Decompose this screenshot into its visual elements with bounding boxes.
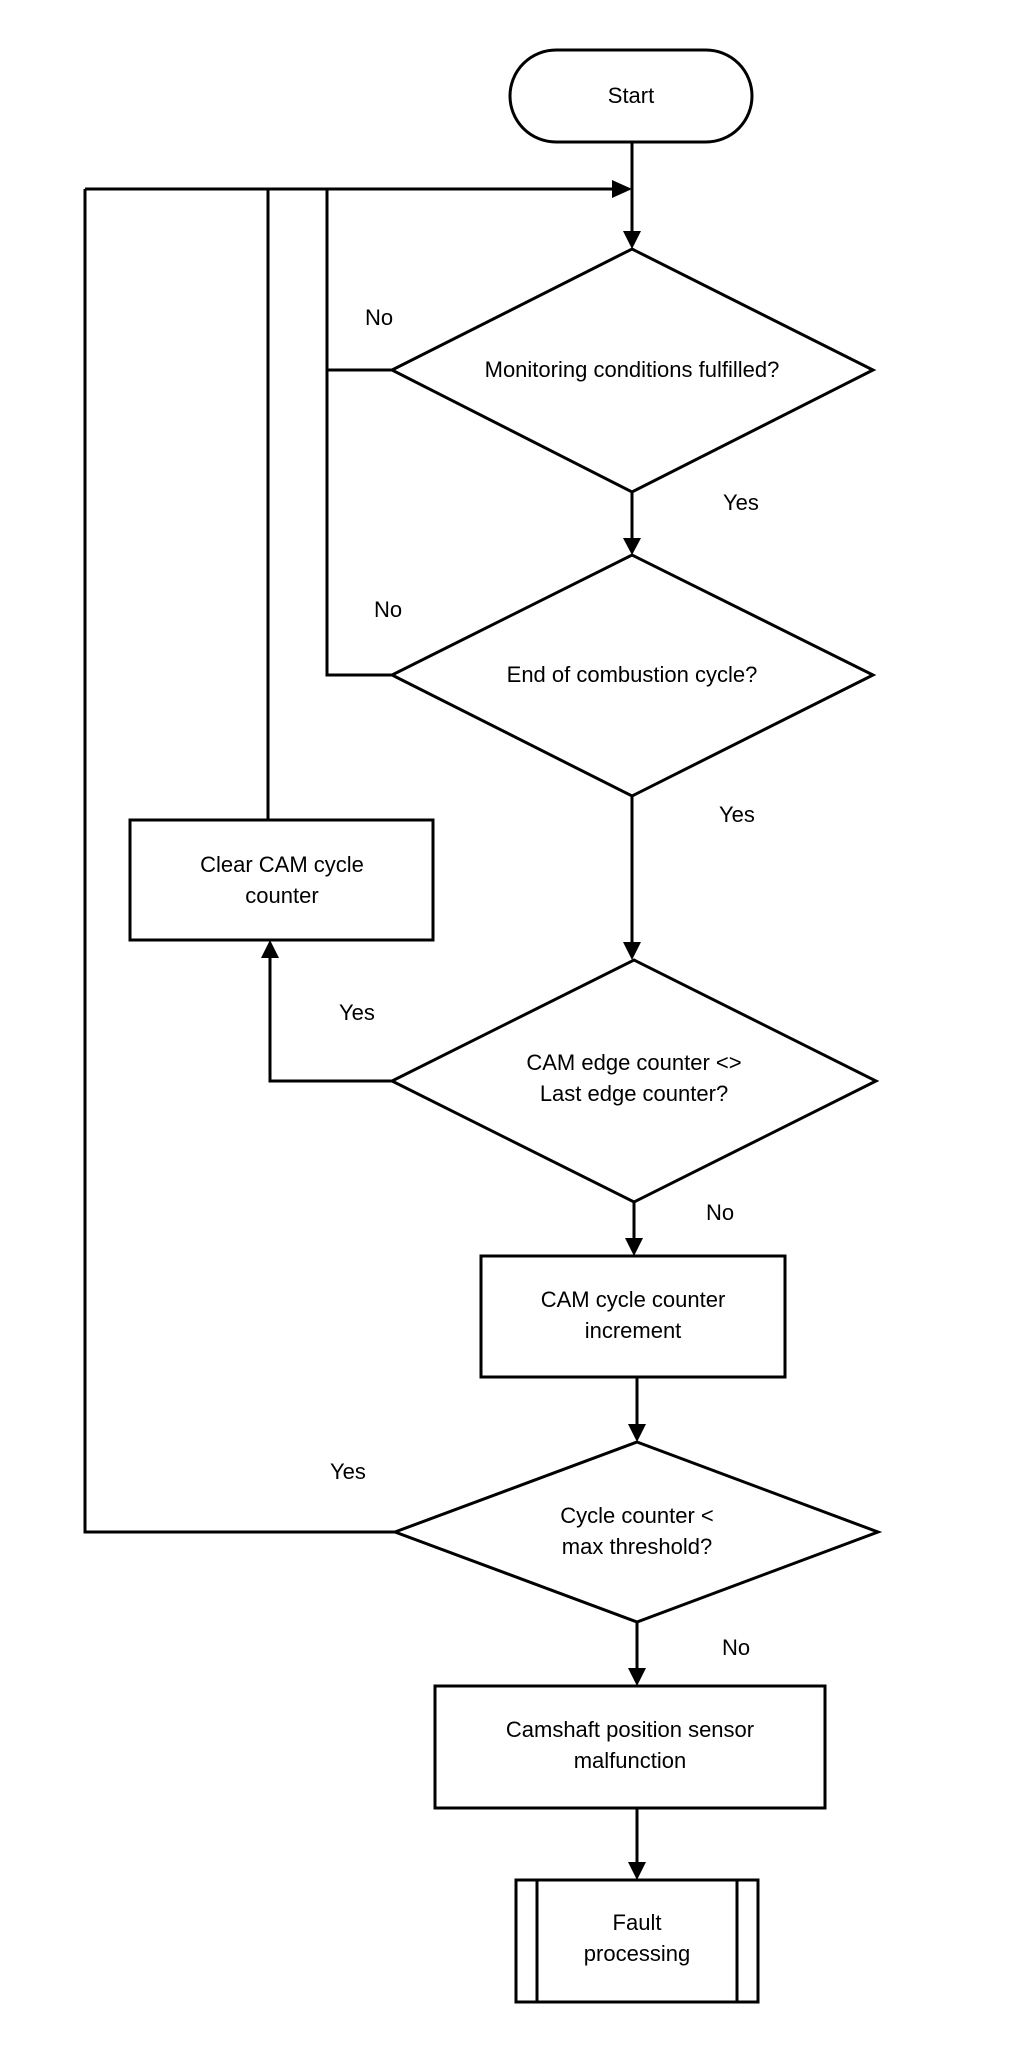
arrowhead-threshold bbox=[628, 1424, 646, 1442]
decision-monitoring bbox=[388, 247, 877, 494]
increment-label-line1: CAM cycle counter bbox=[541, 1287, 726, 1312]
fault-label-line2: processing bbox=[584, 1941, 690, 1966]
decision-threshold bbox=[390, 1440, 883, 1624]
arrowhead-edge-compare bbox=[623, 942, 641, 960]
predefined-process-fault bbox=[514, 1878, 760, 2004]
arrowhead-fault bbox=[628, 1862, 646, 1880]
connector-threshold-yes bbox=[83, 189, 395, 1534]
monitoring-yes-label: Yes bbox=[723, 490, 759, 515]
process-clear-counter bbox=[128, 818, 435, 942]
edge-compare-label-line1: CAM edge counter <> bbox=[526, 1050, 741, 1075]
malfunction-label-line1: Camshaft position sensor bbox=[506, 1717, 754, 1742]
threshold-no-label: No bbox=[722, 1635, 750, 1660]
connector-edge-compare-yes bbox=[268, 955, 392, 1083]
end-cycle-label: End of combustion cycle? bbox=[507, 662, 758, 687]
start-label: Start bbox=[608, 83, 654, 108]
clear-counter-label-line1: Clear CAM cycle bbox=[200, 852, 364, 877]
arrowhead-monitoring bbox=[623, 231, 641, 249]
connector-monitoring-no bbox=[325, 189, 392, 372]
edge-compare-no-label: No bbox=[706, 1200, 734, 1225]
decision-edge-compare bbox=[388, 958, 880, 1204]
process-increment bbox=[479, 1254, 787, 1379]
arrowhead-increment bbox=[625, 1238, 643, 1256]
malfunction-label-line2: malfunction bbox=[574, 1748, 687, 1773]
monitoring-no-label: No bbox=[365, 305, 393, 330]
arrowhead-end-cycle bbox=[623, 538, 641, 555]
arrowhead-feedback bbox=[612, 180, 632, 198]
arrowhead-malfunction bbox=[628, 1668, 646, 1686]
process-malfunction bbox=[433, 1684, 827, 1810]
decision-end-cycle bbox=[388, 553, 877, 798]
threshold-label-line2: max threshold? bbox=[562, 1534, 712, 1559]
increment-label-line2: increment bbox=[585, 1318, 682, 1343]
connector-end-cycle-no bbox=[325, 370, 392, 677]
end-cycle-no-label: No bbox=[374, 597, 402, 622]
threshold-label-line1: Cycle counter < bbox=[560, 1503, 713, 1528]
clear-counter-label-line2: counter bbox=[245, 883, 318, 908]
end-cycle-yes-label: Yes bbox=[719, 802, 755, 827]
edge-compare-label-line2: Last edge counter? bbox=[540, 1081, 728, 1106]
arrowhead-clear-counter bbox=[261, 940, 279, 958]
threshold-yes-label: Yes bbox=[330, 1459, 366, 1484]
fault-label-line1: Fault bbox=[613, 1910, 662, 1935]
edge-compare-yes-label: Yes bbox=[339, 1000, 375, 1025]
start-terminal bbox=[508, 48, 754, 144]
monitoring-label: Monitoring conditions fulfilled? bbox=[485, 357, 780, 382]
